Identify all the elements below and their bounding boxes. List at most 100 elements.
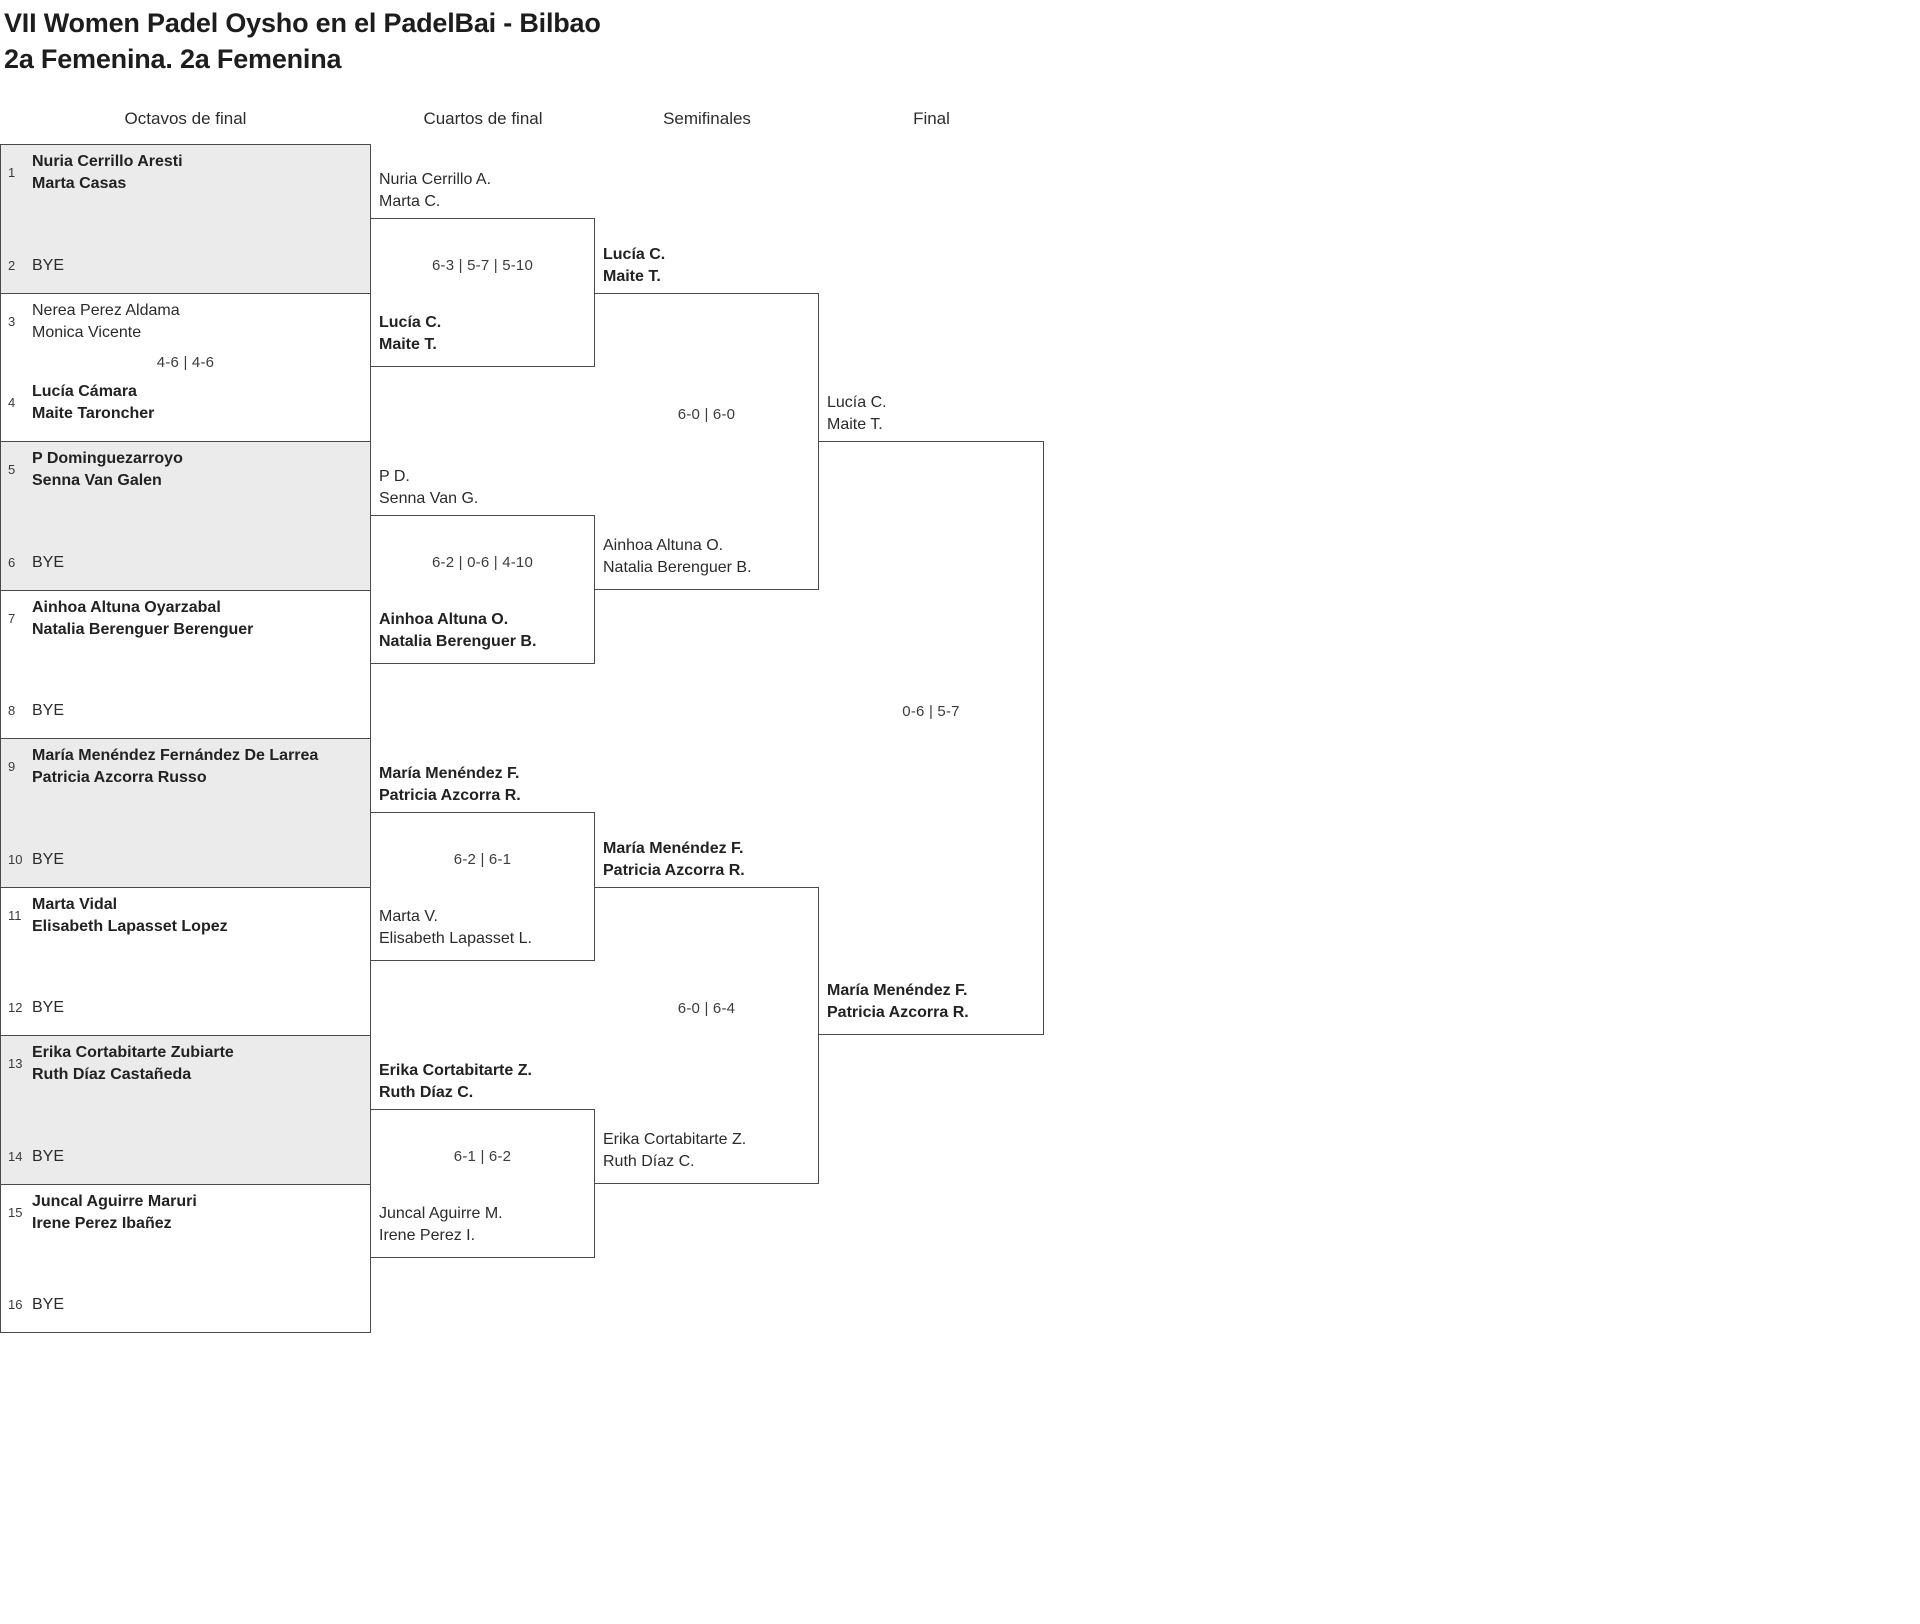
- team-player-line: Nuria Cerrillo A.: [379, 171, 492, 189]
- match-score: 6-2 | 6-1: [453, 851, 512, 868]
- team-player-line: BYE: [32, 999, 65, 1016]
- match-slot-bottom: 4 Lucía Cámara Maite Taroncher: [1, 381, 370, 441]
- match-slot-top: 5 P Dominguezarroyo Senna Van Galen: [1, 442, 370, 492]
- team-player-line: María Menéndez F.: [379, 765, 520, 783]
- team-player-line: Elisabeth Lapasset Lopez: [32, 917, 228, 935]
- seed-number: 2: [8, 257, 16, 273]
- round-header-cuartos: Cuartos de final: [423, 109, 543, 128]
- match-slot-bottom: 12 BYE: [1, 997, 370, 1035]
- advancing-team-label: Erika Cortabitarte Z. Ruth Díaz C.: [595, 1129, 818, 1183]
- advancing-team-label: Lucía C. Maite T.: [819, 392, 887, 436]
- match-slot-top: 3 Nerea Perez Aldama Monica Vicente: [1, 294, 370, 344]
- match-score: [1, 1235, 370, 1295]
- match-slot-bottom: 2 BYE: [1, 255, 370, 293]
- team-player-line: Marta Casas: [32, 175, 127, 192]
- cuartos-match-3: María Menéndez F. Patricia Azcorra R. 6-…: [371, 765, 595, 961]
- cuartos-match-1: Nuria Cerrillo A. Marta C. 6-3 | 5-7 | 5…: [371, 171, 595, 367]
- team-player-line: Erika Cortabitarte Zubiarte: [32, 1044, 234, 1061]
- match-score: 4-6 | 4-6: [156, 353, 215, 371]
- team-player-line: Patricia Azcorra R.: [379, 787, 521, 805]
- team-player-line: Nuria Cerrillo Aresti: [32, 153, 183, 170]
- advancing-team-label: P D. Senna Van G.: [371, 466, 478, 510]
- team-player-line: Natalia Berenguer B.: [379, 632, 537, 650]
- team-names: BYE: [32, 700, 64, 722]
- team-player-line: Marta V.: [379, 907, 438, 925]
- advancing-team-label: Ainhoa Altuna O. Natalia Berenguer B.: [595, 535, 818, 589]
- seed-number: 7: [8, 610, 16, 626]
- match-slot-top: 13 Erika Cortabitarte Zubiarte Ruth Díaz…: [1, 1036, 370, 1086]
- match-score: 6-2 | 0-6 | 4-10: [431, 554, 534, 571]
- seed-number: 1: [8, 165, 16, 180]
- match-slot-bottom: 14 BYE: [1, 1146, 370, 1184]
- team-player-line: Irene Perez I.: [379, 1226, 476, 1244]
- seed-number: 13: [8, 1056, 23, 1071]
- match-score: [1, 1086, 370, 1146]
- cuartos-match-4: Erika Cortabitarte Z. Ruth Díaz C. 6-1 |…: [371, 1062, 595, 1258]
- seed-number: 5: [8, 462, 16, 477]
- team-player-line: Maite T.: [827, 416, 883, 433]
- team-player-line: P Dominguezarroyo: [32, 450, 183, 467]
- team-player-line: Irene Perez Ibañez: [32, 1214, 172, 1232]
- match-score: 6-1 | 6-2: [453, 1148, 512, 1165]
- advancing-team-label: María Menéndez F. Patricia Azcorra R.: [371, 763, 521, 807]
- match-score: [1, 195, 370, 255]
- team-player-line: Ainhoa Altuna O.: [379, 610, 509, 628]
- semifinal-match-1: Lucía C. Maite T. 6-0 | 6-0 Ainhoa Altun…: [595, 246, 819, 590]
- round-header-semifinales: Semifinales: [663, 109, 751, 128]
- team-names: BYE: [32, 1294, 64, 1316]
- team-player-line: Marta C.: [379, 193, 441, 211]
- team-player-line: Erika Cortabitarte Z.: [379, 1062, 532, 1080]
- round-header-final: Final: [913, 109, 950, 128]
- team-names: Erika Cortabitarte Zubiarte Ruth Díaz Ca…: [32, 1042, 234, 1086]
- seed-number: 3: [8, 313, 16, 329]
- page-subtitle: 2a Femenina. 2a Femenina: [4, 44, 342, 74]
- team-player-line: Elisabeth Lapasset L.: [379, 929, 532, 947]
- team-player-line: Natalia Berenguer Berenguer: [32, 620, 254, 638]
- team-player-line: Ruth Díaz C.: [603, 1152, 695, 1170]
- advancing-team-label: Juncal Aguirre M. Irene Perez I.: [371, 1203, 594, 1257]
- match-slot-bottom: 16 BYE: [1, 1294, 370, 1332]
- semifinal-match-2: María Menéndez F. Patricia Azcorra R. 6-…: [595, 840, 819, 1184]
- advancing-team-label: María Menéndez F. Patricia Azcorra R.: [595, 838, 745, 882]
- seed-number: 11: [8, 907, 22, 923]
- advancing-team-label: Lucía C. Maite T.: [371, 312, 594, 366]
- team-player-line: Maite Taroncher: [32, 405, 155, 422]
- team-player-line: Patricia Azcorra R.: [827, 1004, 969, 1021]
- advancing-team-label: Nuria Cerrillo A. Marta C.: [371, 169, 491, 213]
- team-player-line: María Menéndez F.: [827, 982, 968, 999]
- match-score: [1, 789, 370, 849]
- seed-number: 9: [8, 759, 16, 774]
- seed-number: 16: [8, 1297, 23, 1312]
- team-player-line: Ainhoa Altuna O.: [603, 536, 724, 554]
- team-player-line: Juncal Aguirre Maruri: [32, 1192, 197, 1210]
- team-names: Nuria Cerrillo Aresti Marta Casas: [32, 151, 183, 195]
- match-slot-top: 9 María Menéndez Fernández De Larrea Pat…: [1, 739, 370, 789]
- team-names: BYE: [32, 1146, 64, 1168]
- team-names: Lucía Cámara Maite Taroncher: [32, 381, 154, 425]
- seed-number: 12: [8, 1000, 23, 1015]
- seed-number: 14: [8, 1148, 23, 1164]
- match-slot-top: 1 Nuria Cerrillo Aresti Marta Casas: [1, 145, 370, 195]
- team-player-line: BYE: [32, 850, 65, 868]
- team-player-line: Maite T.: [379, 335, 437, 353]
- match-slot-top: 11 Marta Vidal Elisabeth Lapasset Lopez: [1, 888, 370, 938]
- team-names: Ainhoa Altuna Oyarzabal Natalia Berengue…: [32, 597, 253, 641]
- team-player-line: BYE: [32, 702, 65, 719]
- team-player-line: Marta Vidal: [32, 895, 118, 913]
- team-player-line: Juncal Aguirre M.: [379, 1204, 503, 1222]
- match-slot-bottom: 8 BYE: [1, 700, 370, 738]
- team-player-line: Nerea Perez Aldama: [32, 301, 180, 319]
- team-player-line: Erika Cortabitarte Z.: [603, 1130, 747, 1148]
- match-slot-bottom: 6 BYE: [1, 552, 370, 590]
- cuartos-match-2: P D. Senna Van G. 6-2 | 0-6 | 4-10 Ainho…: [371, 468, 595, 664]
- octavos-match-8: 15 Juncal Aguirre Maruri Irene Perez Iba…: [0, 1183, 371, 1333]
- team-names: BYE: [32, 849, 64, 871]
- team-player-line: Senna Van G.: [379, 490, 479, 508]
- team-player-line: BYE: [32, 553, 65, 571]
- advancing-team-label: Marta V. Elisabeth Lapasset L.: [371, 906, 594, 960]
- team-player-line: Patricia Azcorra Russo: [32, 769, 207, 786]
- seed-number: 8: [8, 703, 16, 718]
- team-player-line: BYE: [32, 1147, 65, 1165]
- octavos-match-6: 11 Marta Vidal Elisabeth Lapasset Lopez …: [0, 886, 371, 1036]
